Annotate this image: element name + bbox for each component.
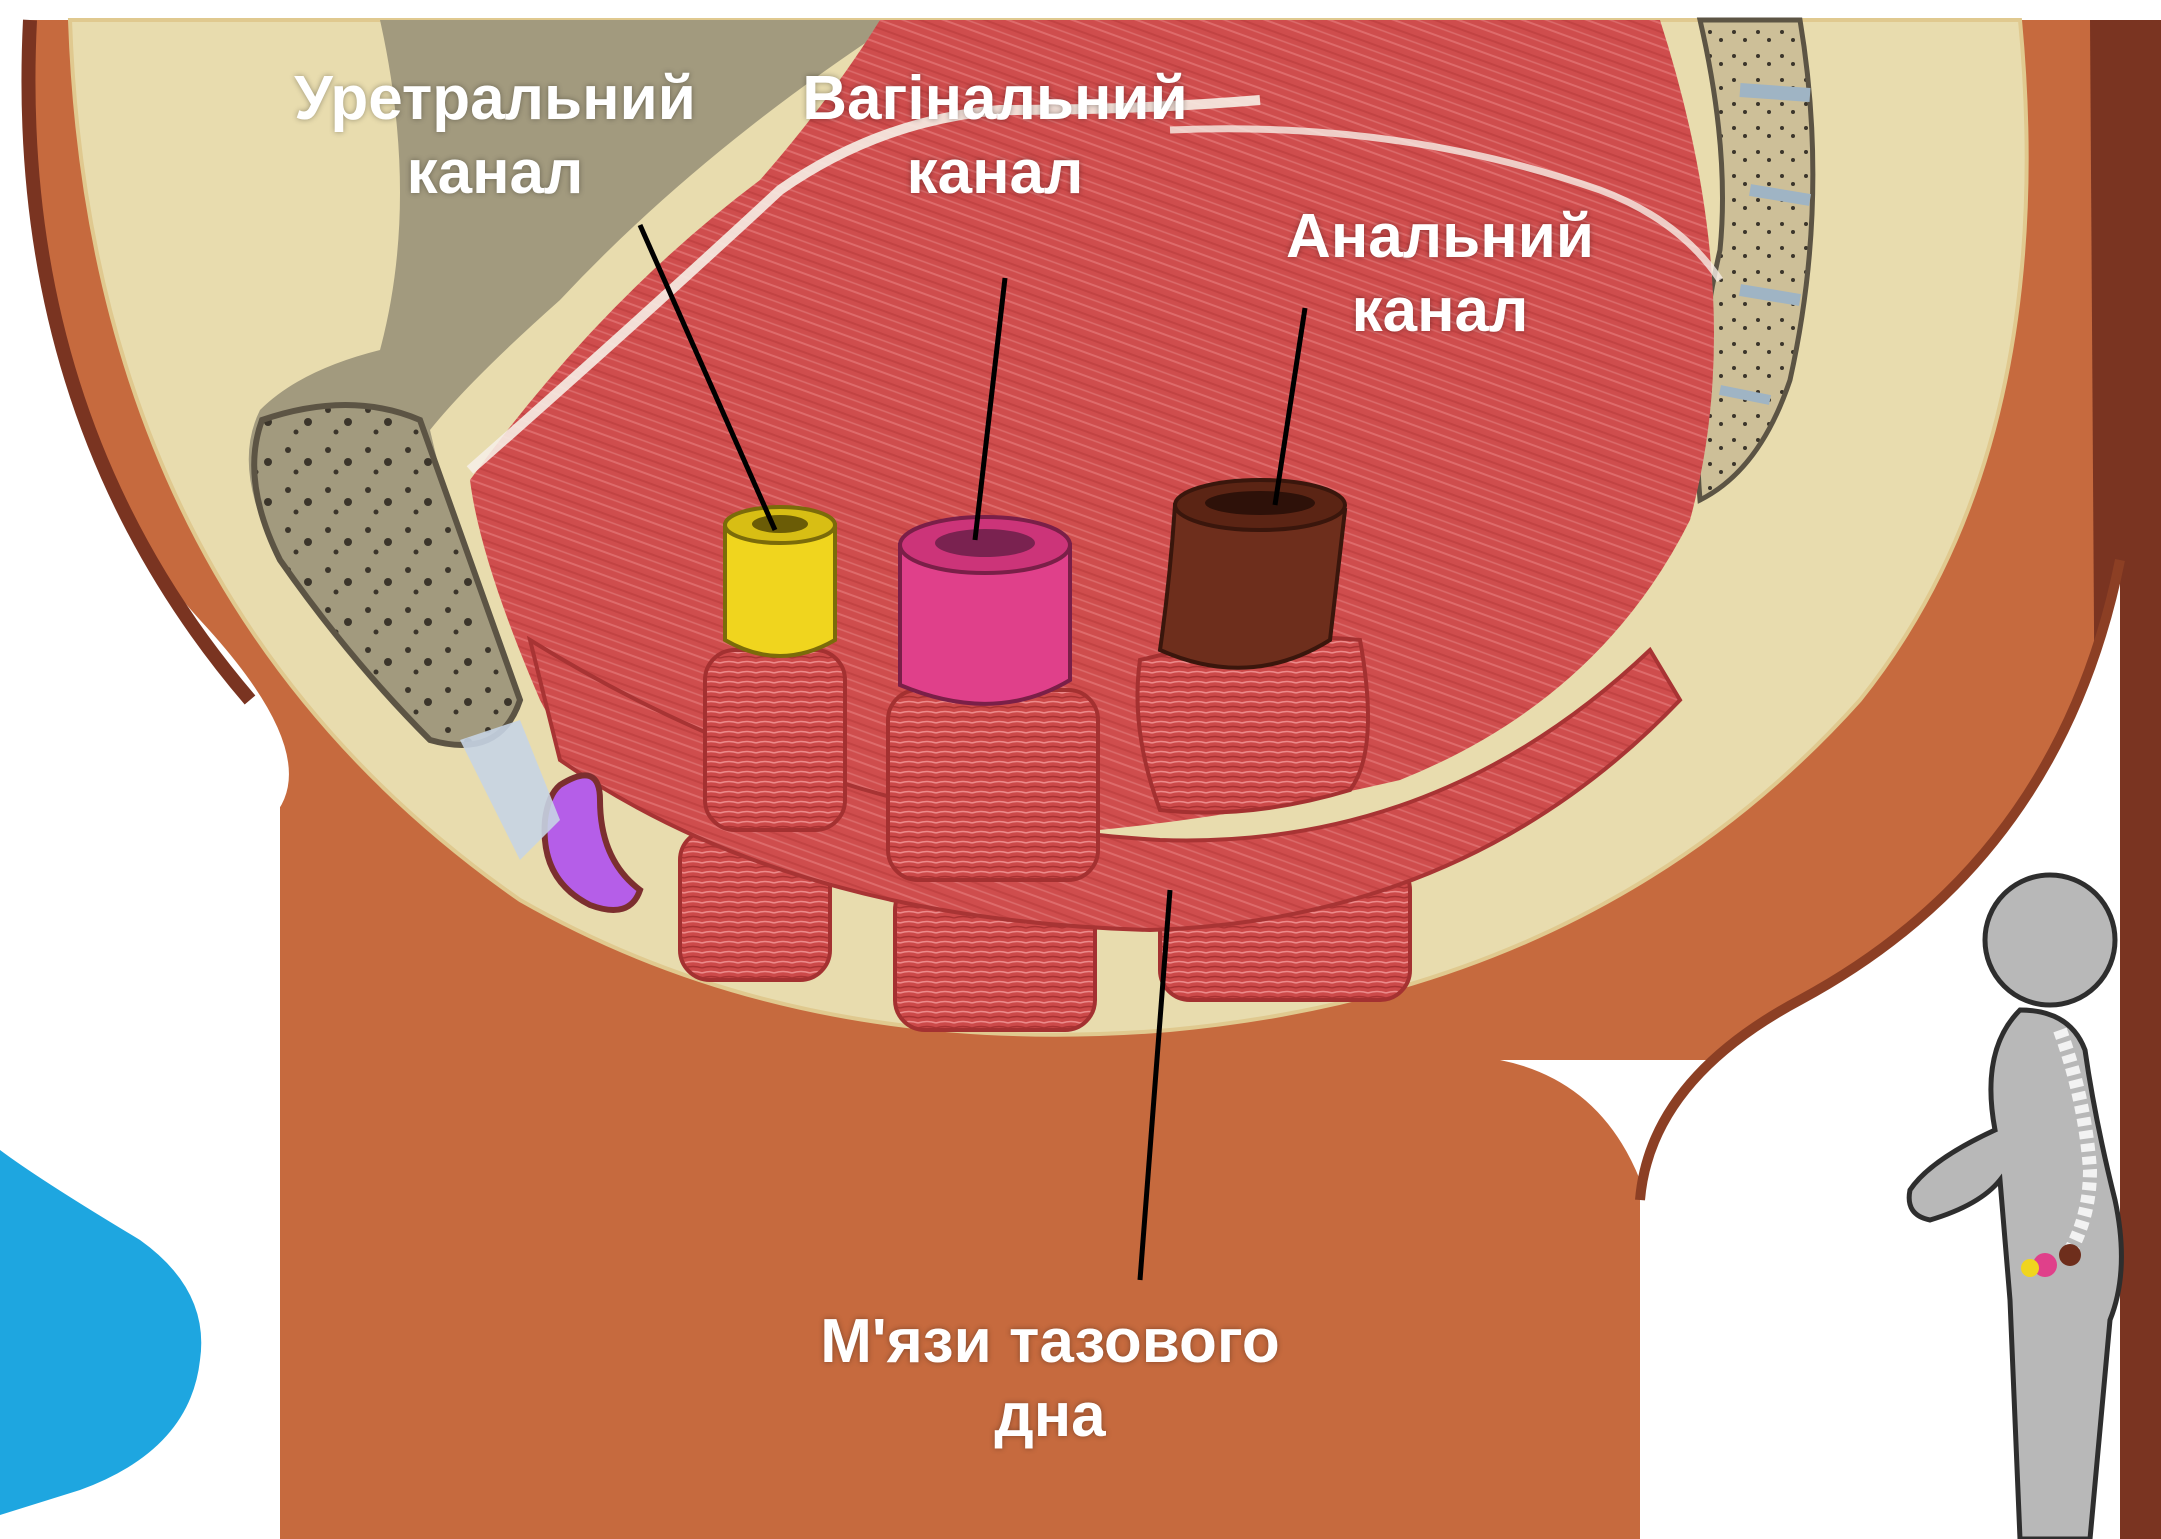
vagina-tube [900,517,1070,704]
pelvic-label-line2: дна [780,1379,1320,1453]
anal-tube [1160,480,1345,668]
vaginal-label-line2: канал [755,136,1235,210]
vaginal-label-line1: Вагінальний [755,62,1235,136]
urethral-canal-label: Уретральний канал [255,62,735,210]
anal-label-line1: Анальний [1230,200,1650,274]
vaginal-canal-label: Вагінальний канал [755,62,1235,210]
anal-canal-label: Анальний канал [1230,200,1650,348]
anal-label-line2: канал [1230,274,1650,348]
urethral-label-line1: Уретральний [255,62,735,136]
urethral-label-line2: канал [255,136,735,210]
pelvic-floor-muscles-label: М'язи тазового дна [780,1305,1320,1453]
pelvic-label-line1: М'язи тазового [780,1305,1320,1379]
urethra-tube [725,507,835,656]
